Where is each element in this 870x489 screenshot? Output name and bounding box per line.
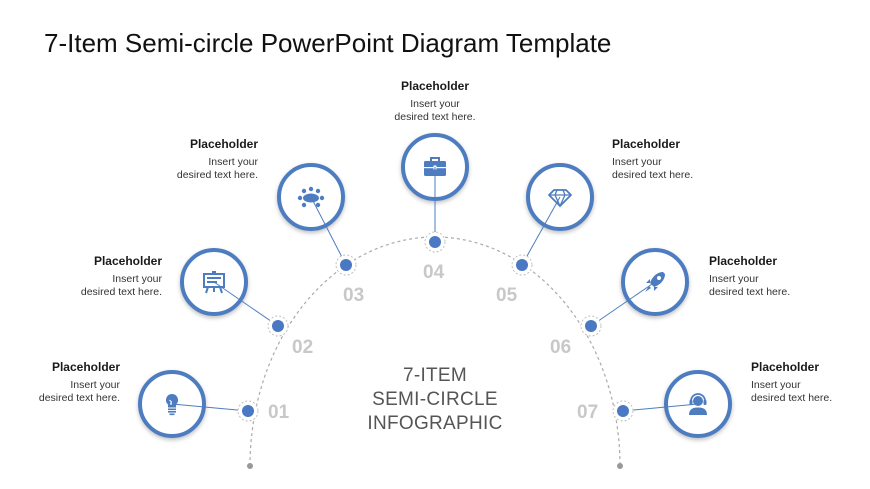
item-number-01: 01 bbox=[268, 402, 290, 423]
slide-title: 7-Item Semi-circle PowerPoint Diagram Te… bbox=[44, 28, 612, 58]
item-line-02a: Insert your bbox=[112, 273, 162, 285]
item-heading-07: Placeholder bbox=[751, 360, 820, 374]
item-number-04: 04 bbox=[423, 262, 445, 283]
item-line-01a: Insert your bbox=[70, 379, 120, 391]
item-heading-01: Placeholder bbox=[51, 360, 120, 374]
item-number-03: 03 bbox=[343, 285, 365, 306]
support-agent-icon bbox=[689, 393, 707, 415]
item-heading-06: Placeholder bbox=[709, 254, 778, 268]
center-label: 7-ITEM SEMI-CIRCLE INFOGRAPHIC bbox=[335, 364, 535, 436]
item-text-07: Placeholder Insert your desired text her… bbox=[751, 361, 870, 405]
item-line-06a: Insert your bbox=[709, 273, 759, 285]
item-text-01: Placeholder Insert your desired text her… bbox=[0, 361, 120, 405]
connector-line-1 bbox=[171, 403, 249, 412]
connector-line-3 bbox=[310, 196, 347, 266]
item-circle-06 bbox=[621, 248, 689, 316]
arc-dot-6 bbox=[585, 320, 597, 332]
item-text-06: Placeholder Insert your desired text her… bbox=[709, 255, 870, 299]
connector-line-6 bbox=[590, 281, 656, 327]
item-line-01b: desired text here. bbox=[38, 392, 120, 404]
connector-line-5 bbox=[521, 196, 561, 266]
item-line-06b: desired text here. bbox=[709, 286, 791, 298]
item-line-05a: Insert your bbox=[612, 156, 662, 168]
item-heading-03: Placeholder bbox=[189, 137, 258, 151]
item-text-04: Placeholder Insert your desired text her… bbox=[350, 80, 520, 124]
connector-line-7 bbox=[622, 403, 699, 412]
item-line-07b: desired text here. bbox=[751, 392, 833, 404]
arc-dot-4 bbox=[429, 236, 441, 248]
item-number-07: 07 bbox=[577, 402, 599, 423]
diamond-icon bbox=[548, 189, 572, 208]
connector-line-2 bbox=[213, 281, 279, 327]
arc-dot-2 bbox=[272, 320, 284, 332]
item-text-03: Placeholder Insert your desired text her… bbox=[88, 138, 258, 182]
arc-dot-7 bbox=[617, 405, 629, 417]
item-heading-02: Placeholder bbox=[93, 254, 162, 268]
item-line-04b: desired text here. bbox=[394, 111, 476, 123]
arc-dot-1 bbox=[242, 405, 254, 417]
center-label-line-3: INFOGRAPHIC bbox=[367, 413, 503, 434]
item-line-03a: Insert your bbox=[208, 156, 258, 168]
item-line-03b: desired text here. bbox=[176, 169, 258, 181]
item-number-06: 06 bbox=[550, 337, 572, 358]
item-number-05: 05 bbox=[496, 285, 518, 306]
item-line-07a: Insert your bbox=[751, 379, 801, 391]
item-number-02: 02 bbox=[292, 337, 314, 358]
center-label-line-1: 7-ITEM bbox=[402, 365, 468, 386]
item-heading-04: Placeholder bbox=[400, 79, 470, 93]
arc-dot-3 bbox=[340, 259, 352, 271]
item-line-02b: desired text here. bbox=[80, 286, 162, 298]
item-text-02: Placeholder Insert your desired text her… bbox=[0, 255, 162, 299]
center-label-line-2: SEMI-CIRCLE bbox=[372, 389, 498, 410]
item-heading-05: Placeholder bbox=[612, 137, 681, 151]
item-line-05b: desired text here. bbox=[612, 169, 694, 181]
arc-dot-5 bbox=[516, 259, 528, 271]
item-text-05: Placeholder Insert your desired text her… bbox=[612, 138, 782, 182]
billboard-icon bbox=[203, 271, 225, 294]
item-line-04a: Insert your bbox=[410, 98, 460, 110]
